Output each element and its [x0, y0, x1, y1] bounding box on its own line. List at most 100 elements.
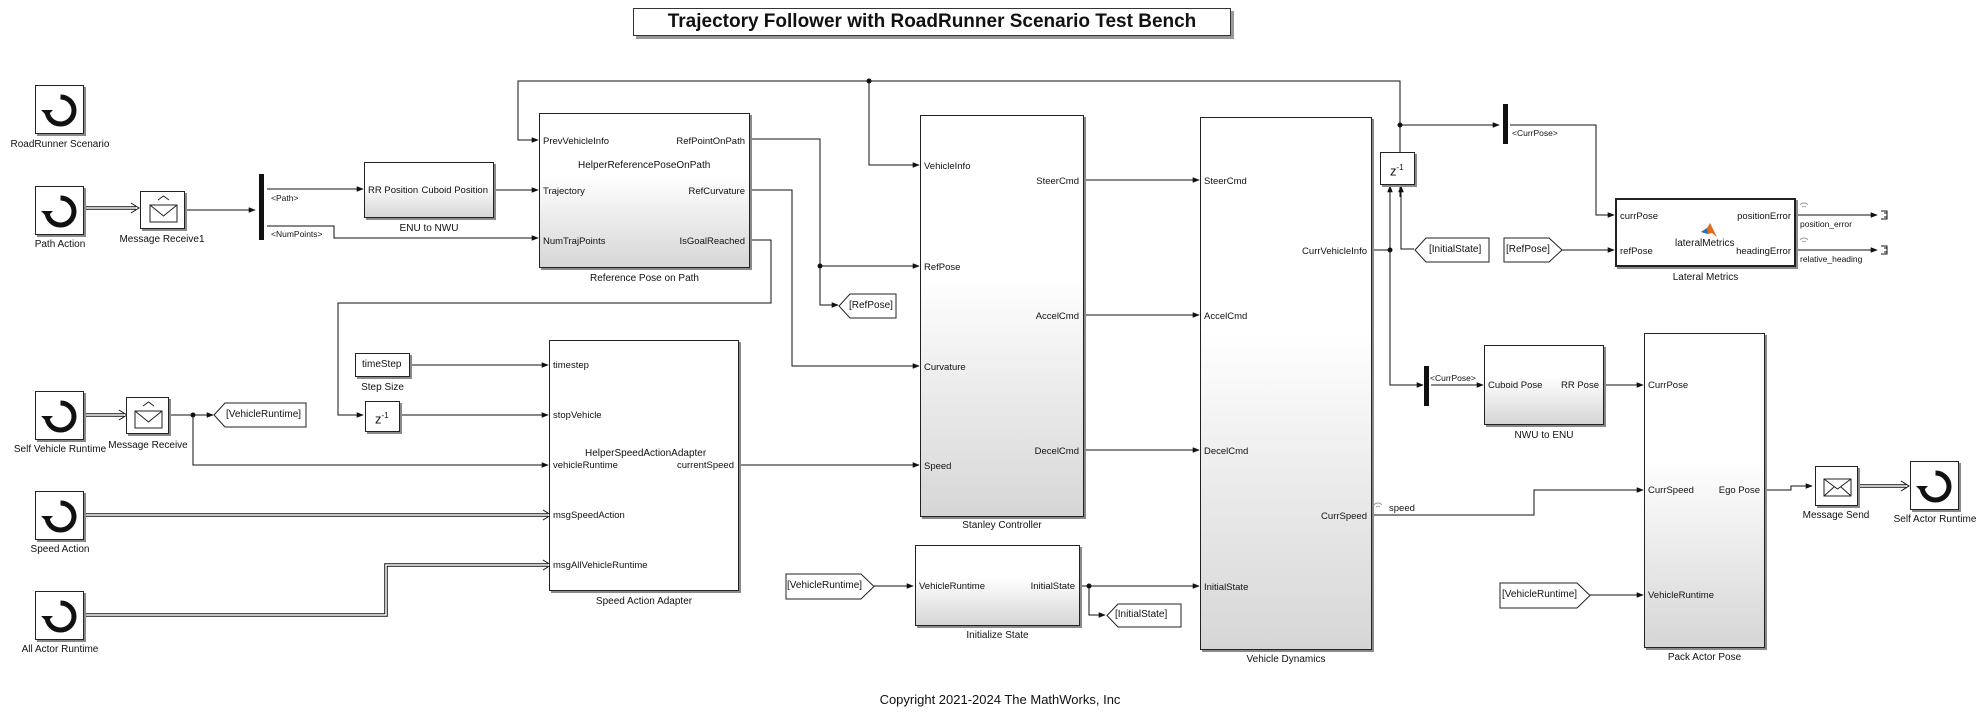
circular-arrows-icon: [41, 195, 77, 228]
speed-action-adapter-block[interactable]: timestep stopVehicle vehicleRuntime msgS…: [549, 340, 739, 591]
vehicle-dynamics-block[interactable]: SteerCmd AccelCmd DecelCmd InitialState …: [1200, 117, 1372, 650]
message-receive-label: Message Receive: [108, 440, 188, 451]
tag-initial-state-from[interactable]: [1414, 237, 1490, 263]
port-initial-state: InitialState: [1204, 582, 1249, 593]
tag-ref-pose-from[interactable]: [1503, 237, 1563, 263]
speed-action-block[interactable]: [35, 491, 84, 540]
message-receive1-label: Message Receive1: [119, 234, 205, 245]
nwu-to-enu-block[interactable]: Cuboid Pose RR Pose: [1484, 345, 1604, 425]
stanley-controller-block[interactable]: VehicleInfo RefPose Curvature Speed Stee…: [920, 115, 1084, 517]
port-rr-position: RR Position: [368, 185, 419, 196]
relative-heading-signal-label: relative_heading: [1800, 254, 1863, 264]
port-is-goal-reached: IsGoalReached: [679, 236, 745, 247]
port-curr-vehicle-info: CurrVehicleInfo: [1302, 246, 1367, 257]
port-vehicle-runtime: VehicleRuntime: [919, 581, 986, 592]
tag-initial-state-from-label: [InitialState]: [1429, 244, 1482, 255]
port-initial-state: InitialState: [1030, 581, 1075, 592]
tag-vehicle-runtime-from[interactable]: [785, 573, 875, 600]
port-curr-speed: CurrSpeed: [1648, 485, 1694, 496]
function-name: lateralMetrics: [1675, 238, 1735, 249]
port-curr-speed: CurrSpeed: [1321, 511, 1367, 522]
message-receive1-block[interactable]: [140, 191, 185, 229]
port-num-traj-points: NumTrajPoints: [543, 236, 606, 247]
port-speed: Speed: [924, 461, 952, 472]
circular-arrows-icon: [41, 500, 77, 533]
port-prev-vehicle-info: PrevVehicleInfo: [543, 136, 610, 147]
tag-ref-pose-goto-label: [RefPose]: [849, 300, 893, 311]
lateral-metrics-label: Lateral Metrics: [1672, 272, 1739, 283]
port-vehicle-runtime: VehicleRuntime: [1648, 590, 1715, 601]
port-msg-speed-action: msgSpeedAction: [553, 510, 625, 521]
port-accel-cmd: AccelCmd: [1204, 311, 1248, 322]
vehicle-dynamics-label: Vehicle Dynamics: [1246, 654, 1326, 665]
self-vehicle-runtime-block[interactable]: [35, 391, 84, 440]
message-send-label: Message Send: [1802, 510, 1870, 521]
port-cuboid-pose: Cuboid Pose: [1488, 380, 1543, 391]
unit-delay-block[interactable]: z-1: [365, 401, 400, 432]
port-heading-error: headingError: [1736, 246, 1791, 257]
tag-vehicle-runtime-from-2[interactable]: [1499, 582, 1591, 609]
unit-delay-block-2[interactable]: z-1: [1380, 152, 1415, 185]
diagram-title: Trajectory Follower with RoadRunner Scen…: [633, 8, 1231, 36]
step-size-value: timeStep: [362, 359, 402, 370]
copyright-text: Copyright 2021-2024 The MathWorks, Inc: [879, 692, 1121, 707]
circular-arrows-icon: [41, 400, 77, 433]
unit-delay-symbol: z-1: [1390, 163, 1404, 179]
stanley-controller-label: Stanley Controller: [962, 520, 1042, 531]
tag-initial-state-goto-label: [InitialState]: [1115, 609, 1168, 620]
port-position-error: positionError: [1737, 211, 1791, 222]
self-actor-runtime-label: Self Actor Runtime: [1893, 514, 1977, 525]
all-actor-runtime-label: All Actor Runtime: [21, 644, 99, 655]
reference-pose-on-path-label: Reference Pose on Path: [590, 273, 699, 284]
tag-vehicle-runtime-from-2-label: [VehicleRuntime]: [1502, 589, 1578, 600]
circular-arrows-icon: [41, 600, 77, 633]
port-steer-cmd: SteerCmd: [1204, 176, 1247, 187]
tag-ref-pose-goto[interactable]: [838, 293, 897, 319]
curr-pose-signal-label-2: <CurrPose>: [1430, 373, 1476, 383]
all-actor-runtime-block[interactable]: [35, 591, 84, 640]
roadrunner-scenario-label: RoadRunner Scenario: [10, 139, 110, 150]
port-current-speed: currentSpeed: [676, 460, 734, 471]
curr-pose-signal-label: <CurrPose>: [1512, 128, 1558, 138]
port-ref-point-on-path: RefPointOnPath: [676, 136, 745, 147]
unit-delay-symbol: z-1: [375, 411, 389, 427]
roadrunner-scenario-block[interactable]: [35, 85, 84, 134]
port-curr-pose: currPose: [1620, 211, 1659, 222]
envelope-icon: [134, 401, 163, 429]
port-cuboid-position: Cuboid Position: [421, 185, 488, 196]
enu-to-nwu-block[interactable]: RR Position Cuboid Position: [364, 162, 494, 218]
port-curvature: Curvature: [924, 362, 966, 373]
port-trajectory: Trajectory: [543, 186, 585, 197]
step-size-label: Step Size: [361, 382, 404, 393]
message-receive-block[interactable]: [126, 397, 169, 434]
tag-vehicle-runtime-goto-label: [VehicleRuntime]: [226, 409, 302, 420]
reference-pose-on-path-block[interactable]: PrevVehicleInfo Trajectory NumTrajPoints…: [539, 113, 750, 268]
self-vehicle-runtime-label: Self Vehicle Runtime: [13, 444, 107, 455]
circular-arrows-icon: [1916, 470, 1952, 503]
circular-arrows-icon: [41, 94, 77, 127]
initialize-state-block[interactable]: VehicleRuntime InitialState: [915, 545, 1080, 626]
port-steer-cmd: SteerCmd: [1036, 176, 1079, 187]
port-ref-pose: RefPose: [924, 262, 961, 273]
port-timestep: timestep: [553, 360, 589, 371]
lateral-metrics-block[interactable]: currPose refPose positionError headingEr…: [1615, 198, 1796, 267]
path-action-block[interactable]: [35, 186, 84, 235]
port-curr-pose: CurrPose: [1648, 380, 1689, 391]
tag-vehicle-runtime-from-label: [VehicleRuntime]: [787, 580, 863, 591]
step-size-block[interactable]: timeStep: [355, 353, 410, 377]
self-actor-runtime-block[interactable]: [1910, 461, 1959, 510]
port-msg-all-vehicle-runtime: msgAllVehicleRuntime: [553, 560, 648, 571]
path-action-label: Path Action: [34, 239, 86, 250]
path-signal-label: <Path>: [271, 193, 299, 203]
tag-ref-pose-from-label: [RefPose]: [1506, 244, 1550, 255]
message-send-block[interactable]: [1815, 466, 1858, 506]
enu-to-nwu-label: ENU to NWU: [399, 223, 459, 234]
envelope-icon: [149, 195, 178, 223]
tag-vehicle-runtime-goto[interactable]: [213, 402, 307, 428]
tag-initial-state-goto[interactable]: [1106, 603, 1182, 628]
nwu-to-enu-label: NWU to ENU: [1514, 430, 1574, 441]
port-decel-cmd: DecelCmd: [1034, 446, 1079, 457]
speed-action-label: Speed Action: [30, 544, 90, 555]
pack-actor-pose-block[interactable]: CurrPose CurrSpeed VehicleRuntime Ego Po…: [1644, 333, 1765, 648]
